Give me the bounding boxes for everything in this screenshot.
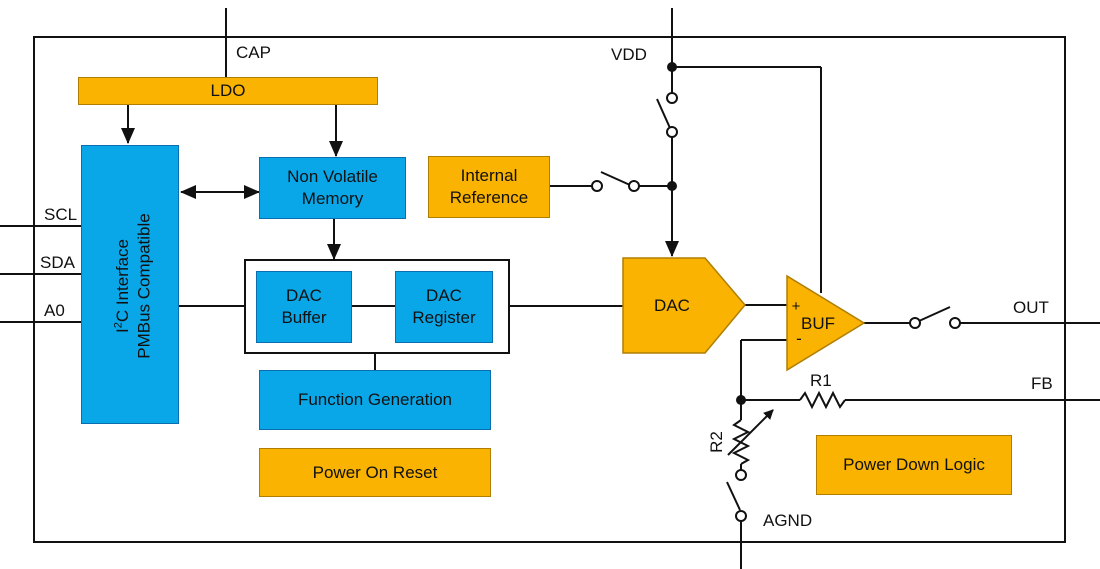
dac-buffer-label-line1: DAC [286,286,322,305]
agnd-switch-blade [726,481,741,511]
ref-switch-contact-left [591,180,603,192]
non-volatile-memory-block: Non Volatile Memory [259,157,406,219]
r1-label: R1 [810,371,832,390]
chip-outline [33,36,1066,543]
vdd-switch-contact-top [666,92,678,104]
function-generation-block: Function Generation [259,370,491,430]
ldo-block: LDO [78,77,378,105]
scl-pin-label: SCL [44,205,78,224]
power-down-logic-label: Power Down Logic [843,455,985,474]
i2c-interface-block [81,145,179,424]
agnd-pin-label: AGND [763,511,813,530]
ref-switch-blade [600,171,631,186]
fb-pin-label: FB [1031,374,1053,393]
out-pin-label: OUT [1013,298,1049,317]
r1-resistor [799,390,846,410]
feedback-junction-dot [736,395,746,405]
a0-pin-label: A0 [44,301,65,320]
r2-label: R2 [706,431,726,453]
ldo-label: LDO [210,81,246,100]
dac-register-block: DAC Register [395,271,493,343]
vdd-junction-dot [667,62,677,72]
dac-buffer-block: DAC Buffer [256,271,352,343]
internal-ref-label-line2: Reference [449,188,529,207]
power-on-reset-block: Power On Reset [259,448,491,497]
out-switch-contact-left [909,317,921,329]
buf-label: BUF [801,314,835,333]
cap-pin-label: CAP [236,43,271,62]
dac-block-shape [622,257,746,354]
ref-junction-dot [667,181,677,191]
sda-pin-label: SDA [40,253,75,272]
agnd-switch-contact-top [735,469,747,481]
i2c-interface-title: I2C Interface [112,239,133,334]
power-down-logic-block: Power Down Logic [816,435,1012,495]
dac-label: DAC [654,296,690,315]
dac-register-label-line2: Register [412,308,476,327]
buf-amplifier-shape [786,274,866,372]
internal-reference-block: Internal Reference [428,156,550,218]
ref-switch-contact-right [628,180,640,192]
power-on-reset-label: Power On Reset [312,462,438,482]
nvm-label-line2: Memory [301,189,364,208]
vdd-switch-blade [656,98,671,129]
dac-register-label-line1: DAC [426,286,462,305]
out-switch-blade [918,306,951,322]
buf-minus-label: - [796,329,802,348]
i2c-interface-label: I2C Interface PMBus Compatible [109,147,154,426]
r2-trim-arrow [727,409,774,456]
dac-group-outline [244,259,510,354]
vdd-pin-label: VDD [611,45,647,64]
vdd-switch-contact-bottom [666,126,678,138]
nvm-label-line1: Non Volatile [287,167,378,186]
dac-buffer-label-line2: Buffer [281,308,327,327]
internal-ref-label-line1: Internal [460,166,518,185]
function-generation-label: Function Generation [297,390,453,409]
pmbus-compatible-label: PMBus Compatible [134,213,154,359]
agnd-switch-contact-bottom [735,510,747,522]
out-switch-contact-right [949,317,961,329]
buf-plus-label: + [792,298,801,315]
